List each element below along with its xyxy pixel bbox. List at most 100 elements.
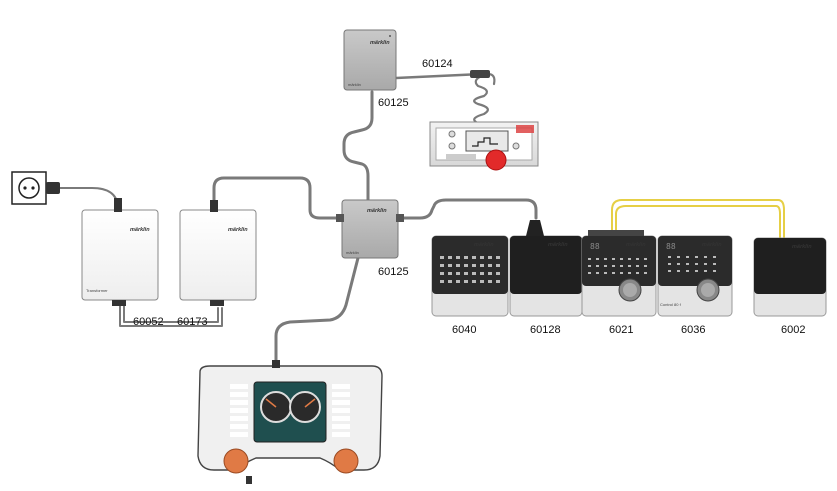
button-key: [488, 264, 492, 267]
button-key: [713, 263, 716, 265]
device-6021: 88 märklin: [581, 230, 657, 317]
label-60125-center: 60125: [378, 266, 409, 278]
cable-transformer-to-power-supply: [119, 299, 223, 327]
button-key: [596, 258, 599, 260]
button-key: [480, 264, 484, 267]
button-key: [612, 265, 615, 267]
button-key: [644, 265, 647, 267]
button-key: [588, 265, 591, 267]
button-key: [695, 270, 698, 272]
button-key: [704, 270, 707, 272]
button-key: [713, 270, 716, 272]
button-key: [472, 256, 476, 259]
button-key: [668, 270, 671, 272]
button-key: [332, 408, 350, 413]
coil-cable: [473, 72, 496, 124]
button-key: [695, 263, 698, 265]
device-6040: märklin: [431, 235, 509, 317]
button-key: [456, 272, 460, 275]
power-socket: [11, 171, 60, 205]
button-key: [448, 256, 452, 259]
handheld-left-keys: [230, 384, 248, 437]
button-key: [332, 432, 350, 437]
device-6002: märklin: [753, 237, 827, 317]
button-key: [677, 263, 680, 265]
button-key: [636, 258, 639, 260]
button-key: [677, 256, 680, 258]
button-key: [620, 272, 623, 274]
svg-text:Control 80 f: Control 80 f: [660, 302, 682, 307]
button-key: [456, 264, 460, 267]
button-key: [677, 270, 680, 272]
svg-text:märklin: märklin: [474, 242, 494, 248]
button-key: [440, 280, 444, 283]
button-key: [686, 263, 689, 265]
svg-text:märklin: märklin: [548, 242, 568, 248]
button-key: [230, 384, 248, 389]
connection-box-top: märklin märklin: [343, 29, 397, 91]
button-key: [440, 256, 444, 259]
button-key: [332, 416, 350, 421]
cable-top-box-to-center: [342, 90, 374, 202]
button-key: [448, 264, 452, 267]
button-key: [604, 258, 607, 260]
button-key: [704, 256, 707, 258]
cable-center-to-handheld: [274, 256, 360, 368]
button-key: [604, 265, 607, 267]
button-key: [464, 256, 468, 259]
label-6021: 6021: [609, 324, 633, 336]
button-key: [456, 256, 460, 259]
label-6036: 6036: [681, 324, 705, 336]
svg-text:88: 88: [590, 242, 600, 251]
button-key: [695, 256, 698, 258]
transformer-60052: märklin Transformer: [81, 198, 159, 306]
button-key: [230, 400, 248, 405]
svg-text:märklin: märklin: [792, 244, 812, 250]
power-plug-cable: [59, 187, 119, 207]
label-60128: 60128: [530, 324, 561, 336]
button-key: [668, 256, 671, 258]
connection-box-center: märklin märklin: [336, 199, 404, 259]
svg-text:märklin: märklin: [346, 250, 359, 255]
button-key: [596, 265, 599, 267]
button-key: [612, 258, 615, 260]
button-key: [472, 280, 476, 283]
button-key: [230, 416, 248, 421]
button-key: [488, 256, 492, 259]
button-key: [480, 256, 484, 259]
button-key: [686, 256, 689, 258]
button-key: [596, 272, 599, 274]
control-panel-device: [429, 121, 539, 171]
button-key: [230, 432, 248, 437]
button-key: [496, 280, 500, 283]
label-60052: 60052: [133, 316, 164, 328]
button-key: [620, 258, 623, 260]
svg-text:märklin: märklin: [626, 242, 646, 248]
button-key: [448, 280, 452, 283]
button-key: [588, 258, 591, 260]
control-80f-buttons: [668, 256, 716, 272]
button-key: [636, 265, 639, 267]
label-60124: 60124: [422, 58, 453, 70]
transformer-label: Transformer: [86, 288, 108, 293]
svg-text:märklin: märklin: [130, 227, 150, 233]
yellow-cable: [611, 199, 785, 240]
button-key: [628, 258, 631, 260]
button-key: [448, 272, 452, 275]
button-key: [464, 280, 468, 283]
svg-text:märklin: märklin: [702, 242, 722, 248]
button-key: [628, 272, 631, 274]
button-key: [332, 384, 350, 389]
button-key: [620, 265, 623, 267]
button-key: [704, 263, 707, 265]
button-key: [588, 272, 591, 274]
label-60173: 60173: [177, 316, 208, 328]
button-key: [464, 264, 468, 267]
button-key: [488, 280, 492, 283]
button-key: [230, 392, 248, 397]
button-key: [496, 264, 500, 267]
button-key: [480, 280, 484, 283]
button-key: [230, 424, 248, 429]
button-key: [612, 272, 615, 274]
handheld-right-keys: [332, 384, 350, 437]
